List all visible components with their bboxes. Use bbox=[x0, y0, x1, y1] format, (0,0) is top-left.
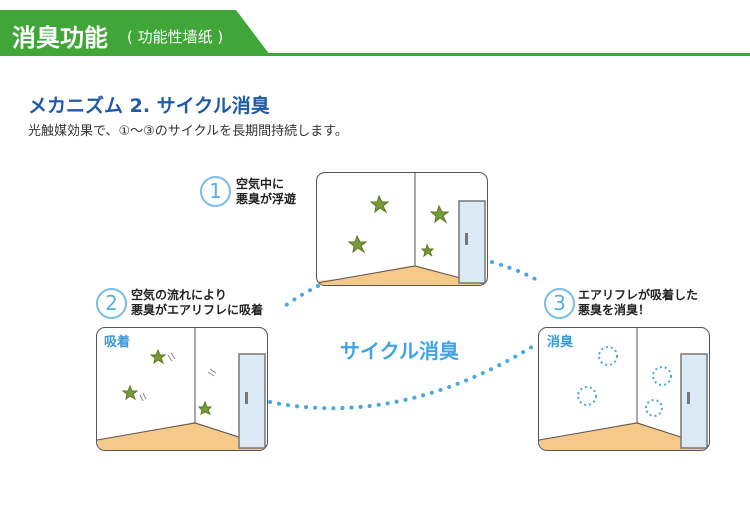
neutralized-odor bbox=[598, 346, 618, 366]
room-step-1 bbox=[316, 172, 488, 286]
odor-particle bbox=[121, 384, 139, 401]
step-2-number: 2 bbox=[96, 288, 127, 319]
odor-particle bbox=[347, 234, 368, 254]
odor-particle bbox=[197, 400, 213, 415]
odor-particle bbox=[149, 348, 167, 365]
room-step-2 bbox=[96, 327, 268, 451]
odor-particle bbox=[420, 243, 435, 258]
odor-particle bbox=[429, 204, 450, 224]
step-2-line-2: 悪臭がエアリフレに吸着 bbox=[131, 303, 264, 317]
step-1-line-2: 悪臭が浮遊 bbox=[236, 192, 297, 206]
mechanism-title: メカニズム 2. サイクル消臭 bbox=[28, 95, 270, 117]
section-subtitle: ( 功能性墙纸 ) bbox=[127, 28, 224, 46]
section-title: 消臭功能 bbox=[12, 24, 108, 52]
neutralized-odor bbox=[645, 399, 663, 417]
cycle-path-2-to-3 bbox=[268, 343, 537, 411]
odor-particle bbox=[369, 194, 390, 214]
room-step-3 bbox=[538, 327, 710, 451]
mechanism-description: 光触媒効果で、①～③のサイクルを長期間持続します。 bbox=[28, 124, 348, 139]
neutralized-odor bbox=[577, 386, 597, 406]
step-3-line-1: エアリフレが吸着した bbox=[578, 288, 699, 302]
cycle-label: サイクル消臭 bbox=[340, 339, 459, 363]
neutralized-odor bbox=[652, 366, 672, 386]
step-2-line-1: 空気の流れにより bbox=[131, 288, 227, 302]
step-1-line-1: 空気中に bbox=[236, 177, 285, 191]
room-label-adsorb: 吸着 bbox=[104, 335, 131, 350]
step-3-number: 3 bbox=[544, 288, 575, 319]
step-1-number: 1 bbox=[200, 176, 231, 207]
step-3-line-2: 悪臭を消臭！ bbox=[578, 303, 651, 317]
section-header-banner bbox=[0, 10, 270, 55]
header-underline bbox=[0, 53, 750, 56]
room-label-deodorize: 消臭 bbox=[547, 335, 574, 350]
